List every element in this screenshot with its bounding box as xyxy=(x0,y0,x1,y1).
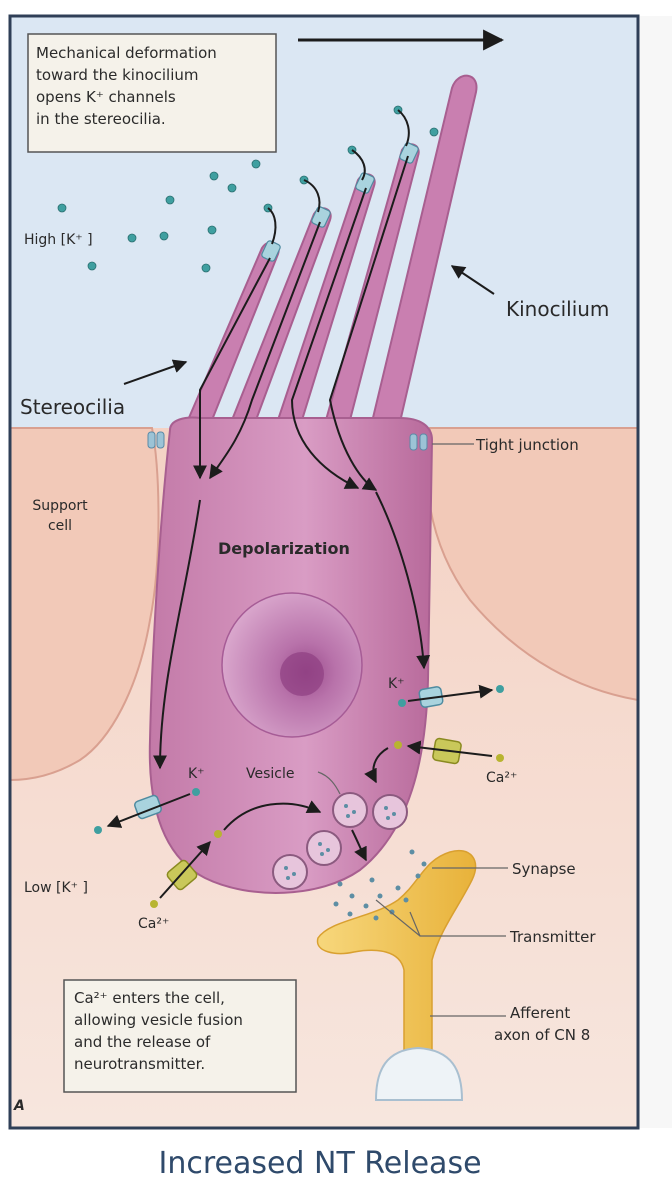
afferent-axon xyxy=(316,849,477,1101)
top-note-line-1: Mechanical deformation xyxy=(36,44,217,62)
low-k-label: Low [K⁺ ] xyxy=(24,880,88,896)
high-k-label: High [K⁺ ] xyxy=(24,232,93,248)
vesicle-contents xyxy=(284,804,396,880)
afferent-label-2: axon of CN 8 xyxy=(494,1026,590,1044)
support-cell-left xyxy=(9,427,160,782)
vesicle xyxy=(272,854,308,890)
tight-junction-left xyxy=(147,431,165,449)
top-note-line-2: toward the kinocilium xyxy=(36,66,199,84)
figure-frame xyxy=(8,14,640,1130)
kinocilium-shape xyxy=(370,74,478,423)
bottom-note-line-3: and the release of xyxy=(74,1033,211,1051)
k-efflux-channel-right xyxy=(398,684,504,708)
support-cell-label-1: Support xyxy=(32,498,88,514)
vesicle-fusion-arrow xyxy=(351,829,367,862)
stereocilia-k-channels xyxy=(261,142,419,262)
k-entry-paths xyxy=(267,109,410,245)
stereocilia-label: Stereocilia xyxy=(20,395,125,419)
vesicles xyxy=(272,792,408,890)
ca-right-label: Ca²⁺ xyxy=(486,770,517,786)
top-note-box xyxy=(27,33,277,153)
tight-junction-right xyxy=(409,433,428,451)
afferent-label-1: Afferent xyxy=(510,1004,570,1022)
k-efflux-channel-left xyxy=(94,788,200,834)
stereocilia-pointer xyxy=(123,359,188,385)
right-blank-strip xyxy=(638,16,672,1128)
k-ions-endolymph xyxy=(57,105,439,273)
myelin-sheath xyxy=(374,1046,464,1101)
top-note-line-4: in the stereocilia. xyxy=(36,110,166,128)
figure-caption: Increased NT Release xyxy=(158,1146,482,1181)
depolarization-label: Depolarization xyxy=(218,539,350,558)
bottom-note-box xyxy=(63,979,297,1093)
nucleolus xyxy=(280,652,324,696)
tight-junction-label: Tight junction xyxy=(475,436,579,454)
top-note-line-3: opens K⁺ channels xyxy=(36,88,176,106)
ca-channel-left xyxy=(150,800,322,908)
transmitter-label: Transmitter xyxy=(509,928,596,946)
k-plus-left-label: K⁺ xyxy=(188,766,205,782)
bottom-note-line-2: allowing vesicle fusion xyxy=(74,1011,243,1029)
released-transmitter xyxy=(333,849,427,921)
vesicle xyxy=(372,794,408,830)
synapse-label: Synapse xyxy=(512,860,576,878)
bottom-note-line-1: Ca²⁺ enters the cell, xyxy=(74,989,225,1007)
ca-channel-right xyxy=(364,737,504,784)
k-plus-right-label: K⁺ xyxy=(388,676,405,692)
kinocilium-pointer xyxy=(450,265,495,295)
vesicle xyxy=(306,830,342,866)
kinocilium-label: Kinocilium xyxy=(506,297,609,321)
vesicle xyxy=(332,792,368,828)
vesicle-label: Vesicle xyxy=(246,766,295,782)
bottom-note-line-4: neurotransmitter. xyxy=(74,1055,205,1073)
panel-letter: A xyxy=(13,1098,25,1114)
ca-left-label: Ca²⁺ xyxy=(138,916,169,932)
support-cell-label-2: cell xyxy=(48,518,72,534)
leader-lines xyxy=(317,443,508,1017)
k-flow-arrows xyxy=(153,155,431,770)
